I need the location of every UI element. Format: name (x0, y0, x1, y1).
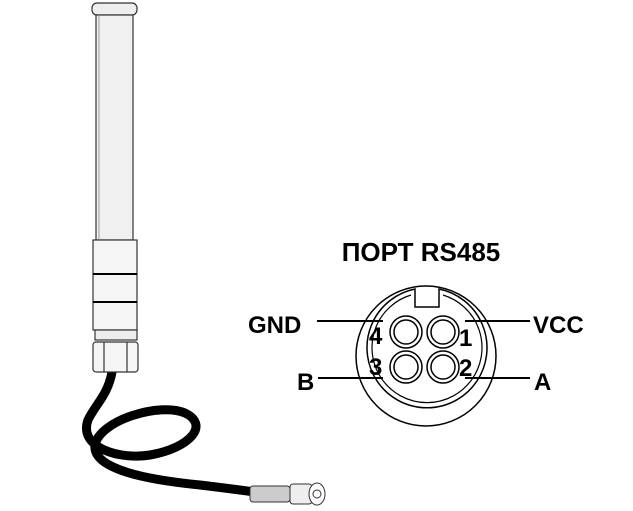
antenna-sleeve (92, 239, 138, 331)
pin-sockets (389, 315, 460, 384)
port-title: ПОРТ RS485 (342, 237, 501, 267)
antenna-illustration (82, 2, 260, 497)
pin-number-1: 1 (459, 325, 472, 352)
pin-socket-3-inner (393, 354, 419, 380)
pin-socket-1-inner (430, 319, 456, 345)
signal-label-gnd: GND (248, 312, 301, 339)
signal-label-vcc: VCC (533, 312, 584, 339)
antenna-collar (94, 329, 138, 341)
connector-grip (249, 485, 291, 503)
pin-number-3: 3 (369, 354, 382, 381)
cable-connector (249, 482, 326, 506)
port-inner-rim (371, 294, 483, 404)
port-outer-ring (355, 285, 497, 427)
pin-number-2: 2 (459, 355, 472, 382)
antenna-cap (91, 2, 138, 16)
pin-socket-2-inner (430, 354, 456, 380)
leader-lines (317, 320, 530, 379)
connector-pin (312, 489, 322, 499)
pin-number-4: 4 (369, 323, 383, 350)
signal-label-b: B (297, 369, 314, 396)
pin-socket-4-inner (393, 319, 419, 345)
antenna-nut (92, 341, 139, 373)
antenna-tube (95, 14, 134, 241)
antenna-cable (82, 367, 260, 497)
signal-label-a: A (534, 369, 551, 396)
